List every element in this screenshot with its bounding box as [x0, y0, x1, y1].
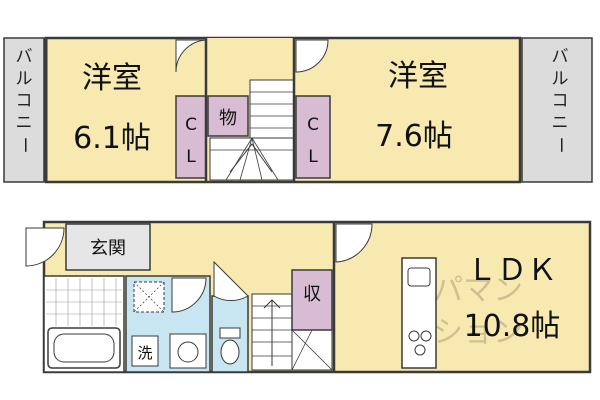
bedroom-left-size: 6.1帖 [73, 121, 151, 156]
balcony-right-char-1: バ [552, 47, 569, 67]
balcony-right-char-4: ニ [552, 113, 569, 133]
balcony-left-char-1: バ [16, 47, 33, 67]
balcony-left-label: バ ル コ ニ ー [14, 47, 34, 154]
balcony-right-char-2: ル [552, 69, 569, 89]
balcony-left-char-5: ー [14, 137, 34, 154]
lower-floor: 玄関 洗 [25, 220, 592, 374]
storage-upper-label: 物 [219, 108, 237, 129]
balcony-right [521, 37, 593, 183]
closet-right-c: C [307, 115, 319, 135]
upper-floor: バ ル コ ニ ー バ ル コ ニ ー C L 物 C L [3, 36, 593, 184]
lower-staircase [251, 293, 333, 371]
balcony-right-char-5: ー [550, 137, 570, 154]
watermark-line1: パマン [433, 273, 523, 308]
bathtub [47, 327, 121, 369]
closet-left [175, 95, 207, 179]
balcony-left-char-4: ニ [16, 113, 33, 133]
storage-lower-label: 収 [303, 284, 321, 305]
closet-right-l: L [308, 147, 318, 167]
storage-upper [207, 95, 249, 137]
bath-tiles [46, 278, 122, 326]
closet-left-l: L [186, 147, 196, 167]
washer-spot [131, 335, 159, 367]
ldk-name: ＬＤＫ [467, 253, 557, 288]
watermark: パマン ション [433, 273, 523, 350]
balcony-right-char-3: コ [552, 91, 569, 111]
ldk-size: 10.8帖 [464, 309, 561, 344]
sink [169, 333, 207, 369]
closet-right [295, 95, 331, 179]
entrance-label: 玄関 [90, 238, 126, 259]
balcony-left-char-3: コ [16, 91, 33, 111]
bedroom-right-name: 洋室 [388, 59, 448, 94]
watermark-line2: ション [433, 315, 523, 350]
storage-lower [291, 269, 333, 331]
balcony-right-label: バ ル コ ニ ー [550, 47, 570, 154]
balcony-left [3, 37, 45, 183]
bedroom-left-name: 洋室 [82, 61, 142, 96]
entrance [65, 223, 151, 271]
balcony-left-char-2: ル [16, 69, 33, 89]
bedroom-right-size: 7.6帖 [375, 119, 453, 154]
washer-label: 洗 [137, 344, 152, 362]
closet-left-c: C [185, 115, 197, 135]
